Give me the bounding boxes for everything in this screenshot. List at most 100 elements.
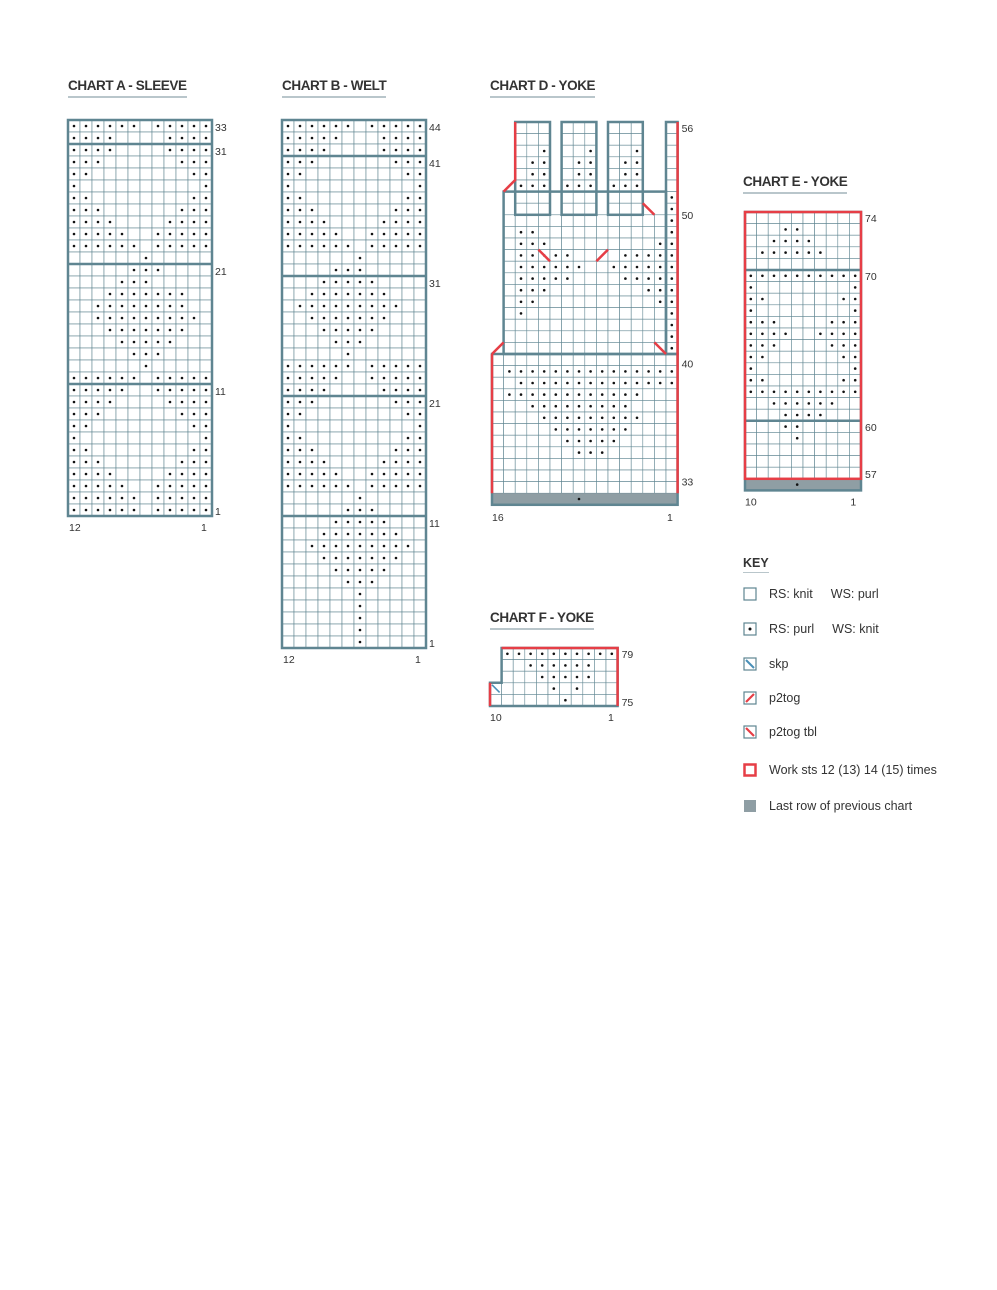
purl-dot (542, 161, 546, 164)
chart-cell (293, 623, 307, 637)
purl-dot (418, 136, 422, 140)
purl-dot (772, 239, 776, 243)
purl-dot (600, 381, 604, 385)
purl-dot (168, 388, 172, 392)
chart-cell (514, 446, 528, 459)
chart-cell (584, 481, 597, 494)
purl-dot (842, 320, 845, 324)
chart-cell (401, 599, 415, 613)
purl-dot (108, 292, 112, 296)
purl-dot (670, 277, 674, 280)
chart-cell (526, 458, 539, 471)
chart-cell (91, 251, 105, 265)
repeat-marker (537, 202, 667, 355)
previous-row (745, 478, 861, 491)
chart-cell (584, 342, 597, 355)
chart-cell (582, 694, 595, 707)
chart-cell (607, 272, 620, 285)
chart-cell (293, 179, 307, 193)
purl-dot (554, 277, 558, 280)
purl-dot (180, 412, 184, 416)
purl-dot (192, 124, 196, 128)
chart-cell (744, 258, 757, 271)
chart-cell (814, 304, 827, 317)
chart-cell (377, 395, 391, 409)
purl-dot (358, 532, 362, 536)
chart-cell (377, 575, 391, 589)
purl-dot (192, 400, 196, 404)
purl-dot (612, 439, 616, 443)
chart-cell (605, 682, 618, 695)
chart-cell (139, 203, 153, 217)
chart-cell (572, 353, 586, 366)
chart-cell (584, 121, 597, 134)
chart-cell (549, 307, 562, 320)
chart-cell (365, 143, 379, 157)
purl-dot (406, 448, 410, 452)
chart-cell (91, 179, 105, 193)
purl-dot (96, 508, 100, 512)
chart-cell (305, 347, 319, 361)
purl-dot (310, 400, 314, 404)
purl-dot (120, 340, 124, 344)
purl-dot (358, 292, 362, 296)
purl-dot (784, 251, 787, 254)
purl-dot (346, 580, 350, 584)
chart-cell (619, 469, 632, 482)
purl-dot (298, 232, 302, 236)
purl-dot (322, 376, 326, 380)
purl-dot (566, 381, 569, 385)
purl-dot (394, 472, 398, 476)
purl-dot (406, 376, 410, 380)
chart-cell (538, 458, 551, 471)
purl-dot (830, 320, 834, 324)
purl-dot (334, 124, 338, 128)
chart-cell (514, 202, 528, 216)
chart-cell (281, 347, 295, 361)
chart-cell (341, 395, 355, 409)
purl-dot (144, 280, 148, 284)
chart-cell (353, 143, 367, 157)
purl-dot (180, 400, 184, 404)
key-label: RS: purl (769, 622, 815, 636)
purl-dot (358, 592, 362, 596)
purl-dot (286, 364, 290, 368)
purl-dot (310, 220, 314, 224)
chart-cell (353, 227, 367, 241)
chart-cell (491, 376, 504, 390)
purl-dot (72, 124, 76, 128)
chart-cell (377, 623, 391, 637)
chart-cell (767, 374, 781, 387)
chart-cell (538, 214, 551, 227)
purl-dot (346, 556, 350, 560)
chart-cell (538, 330, 551, 343)
chart-cell (524, 670, 537, 684)
chart-cell (654, 423, 667, 436)
chart-cell (353, 371, 367, 385)
chart-cell (594, 694, 607, 707)
chart-cell (607, 249, 620, 262)
chart-e-title: CHART E - YOKE (743, 174, 848, 194)
purl-dot (204, 136, 208, 140)
chart-cell (91, 263, 105, 277)
purl-dot (382, 124, 386, 128)
purl-dot (406, 244, 410, 248)
chart-cell (305, 515, 319, 529)
chart-cell (139, 215, 153, 229)
chart-cell (353, 419, 367, 433)
row-number: 74 (865, 213, 877, 225)
purl-dot (842, 355, 845, 359)
purl-dot (108, 148, 112, 152)
purl-dot (830, 402, 834, 405)
purl-dot (358, 604, 362, 608)
chart-cell (654, 214, 667, 227)
purl-dot (204, 496, 208, 500)
chart-cell (630, 295, 644, 308)
chart-cell (175, 443, 189, 457)
purl-dot (418, 208, 422, 212)
purl-dot (853, 332, 857, 336)
chart-cell (377, 587, 391, 601)
purl-dot (192, 148, 196, 152)
chart-cell (619, 284, 632, 297)
chart-cell (329, 503, 343, 517)
